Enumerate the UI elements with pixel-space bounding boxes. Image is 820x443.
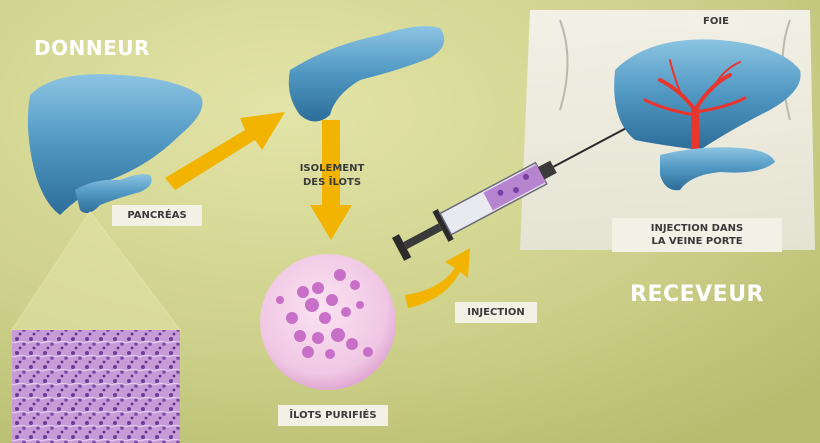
portal-vein-label-line2: LA VEINE PORTE xyxy=(620,235,774,248)
recipient-heading: RECEVEUR xyxy=(630,282,764,307)
portal-vein-label-line1: INJECTION DANS xyxy=(620,222,774,235)
isolation-label-line2: DES ÎLOTS xyxy=(282,176,382,190)
liver-label: FOIE xyxy=(688,12,744,31)
portal-vein-label: INJECTION DANS LA VEINE PORTE xyxy=(612,218,782,252)
pancreas-label: PANCRÉAS xyxy=(112,205,202,226)
pancreas-tissue-micrograph xyxy=(12,330,180,443)
isolation-label: ISOLEMENT DES ÎLOTS xyxy=(282,162,382,190)
donor-heading: DONNEUR xyxy=(34,36,150,60)
injection-label: INJECTION xyxy=(455,302,537,323)
purified-islets-label: ÎLOTS PURIFIÉS xyxy=(278,405,388,426)
isolation-label-line1: ISOLEMENT xyxy=(282,162,382,176)
